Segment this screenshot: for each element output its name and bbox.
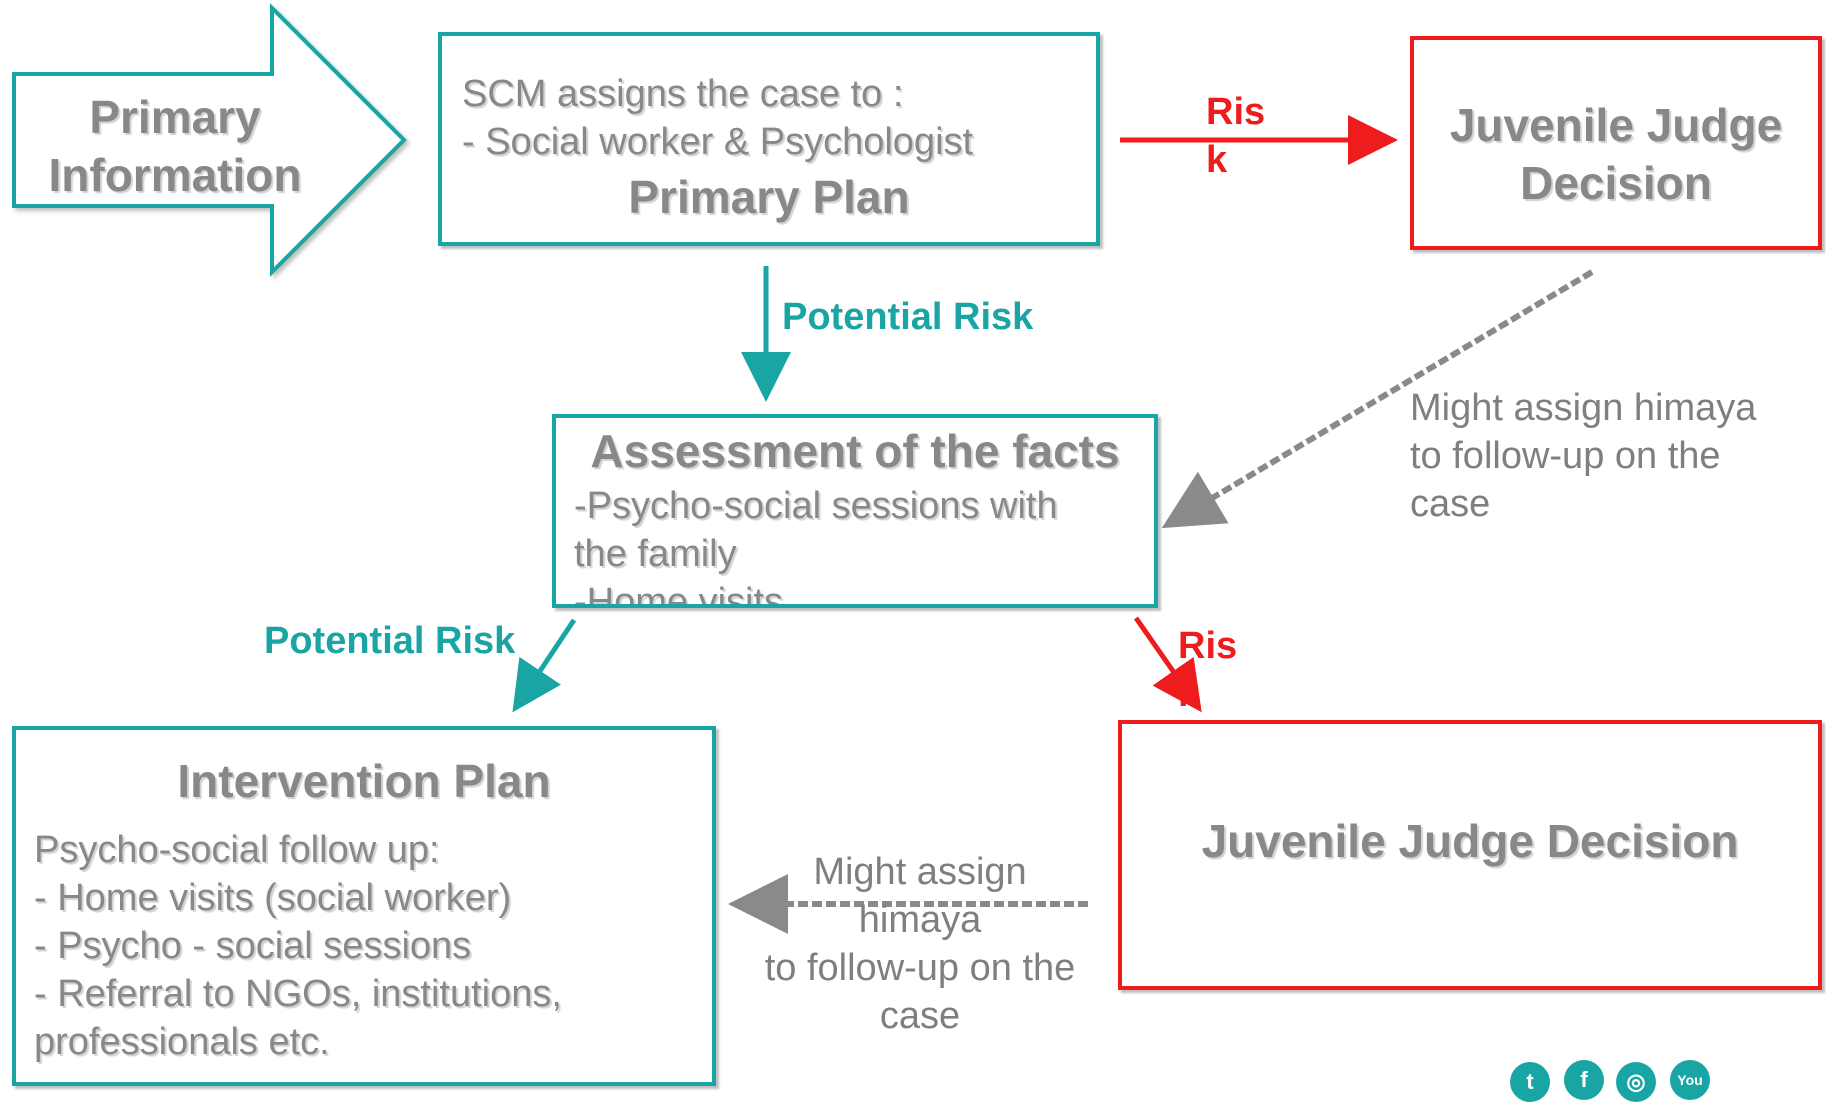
primary-plan-title: Primary Plan [628, 171, 910, 223]
risk-label-mid-1: Ris [1178, 625, 1238, 667]
primary-plan-box: SCM assigns the case to : - Social worke… [438, 32, 1100, 246]
might-assign-bottom-4: case [879, 995, 961, 1037]
might-assign-bottom-3: to follow-up on the [764, 947, 1076, 989]
assessment-box: Assessment of the facts -Psycho-social s… [552, 414, 1158, 608]
risk-label-top: Ris k [1206, 88, 1265, 184]
primary-plan-line1: SCM assigns the case to : [462, 73, 904, 115]
potential-risk-label-1: Potential Risk [782, 296, 1034, 338]
potential-risk-arrow-left [512, 618, 577, 713]
might-assign-right-3: case [1410, 483, 1491, 525]
intervention-line2: - Home visits (social worker) [34, 877, 512, 919]
might-assign-bottom-1: Might assign [813, 851, 1027, 893]
judge-top-line2: Decision [1520, 157, 1712, 209]
intervention-line5: professionals etc. [34, 1021, 330, 1063]
might-assign-right-2: to follow-up on the [1410, 435, 1721, 477]
primary-information-arrow [12, 3, 407, 277]
might-assign-right-1: Might assign himaya [1410, 387, 1757, 429]
intervention-title: Intervention Plan [177, 755, 551, 807]
intervention-plan-box: Intervention Plan Psycho-social follow u… [12, 726, 716, 1086]
primary-information-label: Primary Information [40, 88, 310, 204]
intervention-line4: - Referral to NGOs, institutions, [34, 973, 562, 1015]
primary-info-line1: Primary [89, 91, 261, 143]
assessment-line3: -Home visits [574, 581, 784, 608]
judge-bottom-title: Juvenile Judge Decision [1201, 815, 1739, 867]
instagram-icon[interactable]: ◎ [1616, 1062, 1656, 1102]
might-assign-bottom-2: himaya [858, 899, 982, 941]
risk-arrow-mid [1133, 616, 1202, 713]
primary-info-line2: Information [48, 149, 302, 201]
might-assign-right-text: Might assign himaya to follow-up on the … [1410, 384, 1756, 528]
twitter-icon[interactable]: t [1510, 1062, 1550, 1102]
juvenile-judge-box-top: Juvenile Judge Decision [1410, 36, 1822, 250]
judge-top-line1: Juvenile Judge [1449, 99, 1783, 151]
intervention-line3: - Psycho - social sessions [34, 925, 472, 967]
youtube-icon[interactable]: You [1670, 1060, 1710, 1100]
intervention-line1: Psycho-social follow up: [34, 829, 440, 871]
might-assign-arrow-diagonal [1161, 269, 1594, 529]
risk-label-mid-2: k [1178, 673, 1200, 714]
risk-label-top-2: k [1206, 139, 1228, 181]
juvenile-judge-box-bottom: Juvenile Judge Decision [1118, 720, 1822, 990]
primary-plan-line2: - Social worker & Psychologist [462, 121, 974, 163]
facebook-icon[interactable]: f [1564, 1060, 1604, 1100]
risk-label-top-1: Ris [1206, 91, 1266, 133]
assessment-title: Assessment of the facts [590, 425, 1120, 477]
risk-label-mid: Ris k [1178, 622, 1237, 714]
assessment-line1: -Psycho-social sessions with [574, 485, 1058, 527]
assessment-line2: the family [574, 533, 737, 575]
potential-risk-label-2: Potential Risk [264, 620, 516, 662]
might-assign-bottom-text: Might assign himaya to follow-up on the … [740, 848, 1100, 1040]
